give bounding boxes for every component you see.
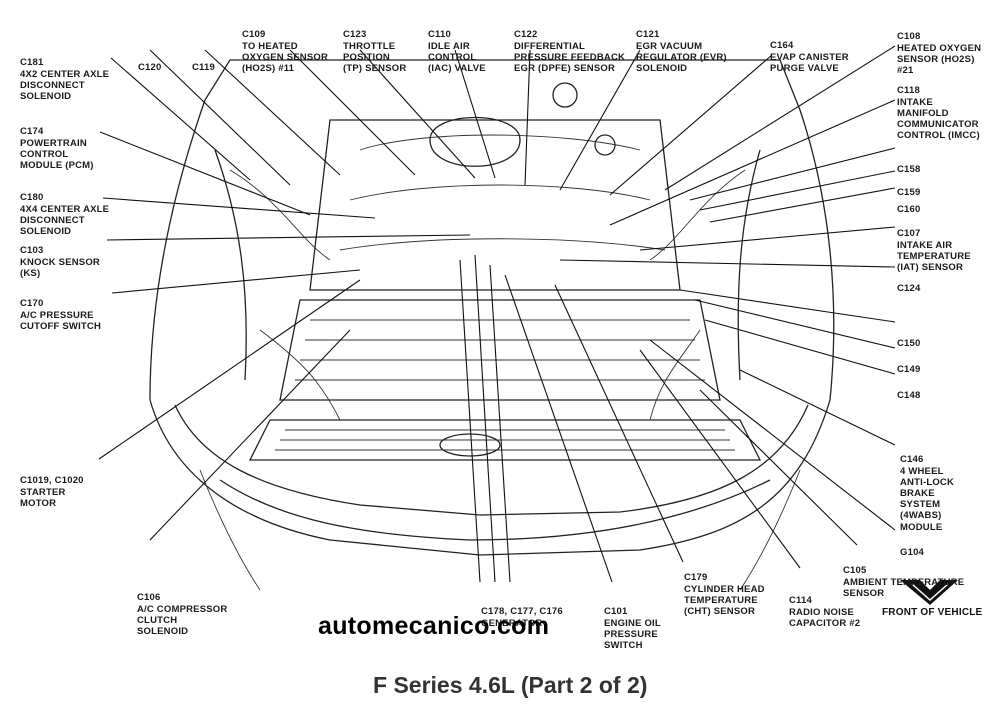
front-of-vehicle-icon (900, 580, 958, 605)
label-c124: C124 (897, 261, 921, 306)
label-code: C107 (897, 228, 921, 240)
label-code: C149 (897, 364, 921, 376)
label-code: C110 (428, 29, 451, 41)
label-c159: C159 (897, 165, 921, 210)
label-desc: HEATED OXYGEN SENSOR (HO2S) #21 (897, 42, 982, 77)
label-code: C119 (192, 62, 215, 74)
label-code: C148 (897, 390, 921, 402)
label-code: C181 (20, 57, 44, 69)
label-c119: C119 (192, 40, 215, 85)
label-c149: C149 (897, 342, 921, 387)
leader-lines (98, 45, 896, 583)
label-desc: 4X2 CENTER AXLE DISCONNECT SOLENOID (20, 68, 110, 103)
label-desc: THROTTLE POSITION (TP) SENSOR (343, 40, 407, 75)
label-code: G104 (900, 547, 925, 559)
label-code: C180 (20, 192, 44, 204)
label-desc: INTAKE AIR TEMPERATURE (IAT) SENSOR (897, 239, 971, 274)
label-code: C178, C177, C176 (481, 606, 563, 618)
label-code: C179 (684, 572, 708, 584)
label-desc: GENERATOR (481, 617, 543, 629)
label-desc: STARTER MOTOR (20, 486, 66, 509)
label-code: C105 (843, 565, 867, 577)
label-desc: DIFFERENTIAL PRESSURE FEEDBACK EGR (DPFE… (514, 40, 626, 75)
label-code: C109 (242, 29, 266, 41)
label-c148: C148 (897, 368, 921, 413)
label-desc: RADIO NOISE CAPACITOR #2 (789, 606, 861, 629)
label-code: C114 (789, 595, 812, 607)
label-desc: A/C COMPRESSOR CLUTCH SOLENOID (137, 603, 228, 638)
label-c120: C120 (138, 40, 162, 85)
label-desc: EGR VACUUM REGULATOR (EVR) SOLENOID (636, 40, 727, 75)
site-watermark: automecanico.com (318, 612, 550, 640)
label-code: C160 (897, 204, 921, 216)
label-c158: C158 (897, 142, 921, 187)
label-desc: CYLINDER HEAD TEMPERATURE (CHT) SENSOR (684, 583, 765, 618)
label-desc: AMBIENT TEMPERATURE SENSOR (843, 576, 965, 599)
label-code: C1019, C1020 (20, 475, 84, 487)
label-code: C170 (20, 298, 44, 310)
label-code: C159 (897, 187, 921, 199)
label-desc: 4 WHEEL ANTI-LOCK BRAKE SYSTEM (4WABS) M… (900, 465, 955, 533)
label-code: C108 (897, 31, 921, 43)
label-desc: KNOCK SENSOR (KS) (20, 256, 100, 279)
label-desc: EVAP CANISTER PURGE VALVE (770, 51, 849, 74)
front-of-vehicle-label: FRONT OF VEHICLE (882, 607, 983, 618)
label-g104: G104 (900, 525, 924, 570)
label-code: C122 (514, 29, 538, 41)
label-desc: IDLE AIR CONTROL (IAC) VALVE (428, 40, 486, 75)
label-code: C123 (343, 29, 367, 41)
label-desc: POWERTRAIN CONTROL MODULE (PCM) (20, 137, 94, 172)
label-code: C174 (20, 126, 44, 138)
label-code: C150 (897, 338, 921, 350)
label-code: C118 (897, 85, 920, 97)
label-code: C158 (897, 164, 921, 176)
label-desc: 4X4 CENTER AXLE DISCONNECT SOLENOID (20, 203, 110, 238)
diagram-title: F Series 4.6L (Part 2 of 2) (373, 672, 648, 698)
label-code: C120 (138, 62, 162, 74)
label-code: C106 (137, 592, 161, 604)
label-code: C101 (604, 606, 628, 618)
label-c160: C160 (897, 182, 921, 227)
label-desc: A/C PRESSURE CUTOFF SWITCH (20, 309, 102, 332)
label-code: C124 (897, 283, 921, 295)
label-code: C146 (900, 454, 924, 466)
label-desc: ENGINE OIL PRESSURE SWITCH (604, 617, 661, 652)
label-code: C121 (636, 29, 660, 41)
label-desc: TO HEATED OXYGEN SENSOR (HO2S) #11 (242, 40, 329, 75)
label-desc: INTAKE MANIFOLD COMMUNICATOR CONTROL (IM… (897, 96, 980, 142)
label-code: C103 (20, 245, 44, 257)
engine-outline (149, 59, 835, 591)
label-code: C164 (770, 40, 794, 52)
label-c150: C150 (897, 316, 921, 361)
